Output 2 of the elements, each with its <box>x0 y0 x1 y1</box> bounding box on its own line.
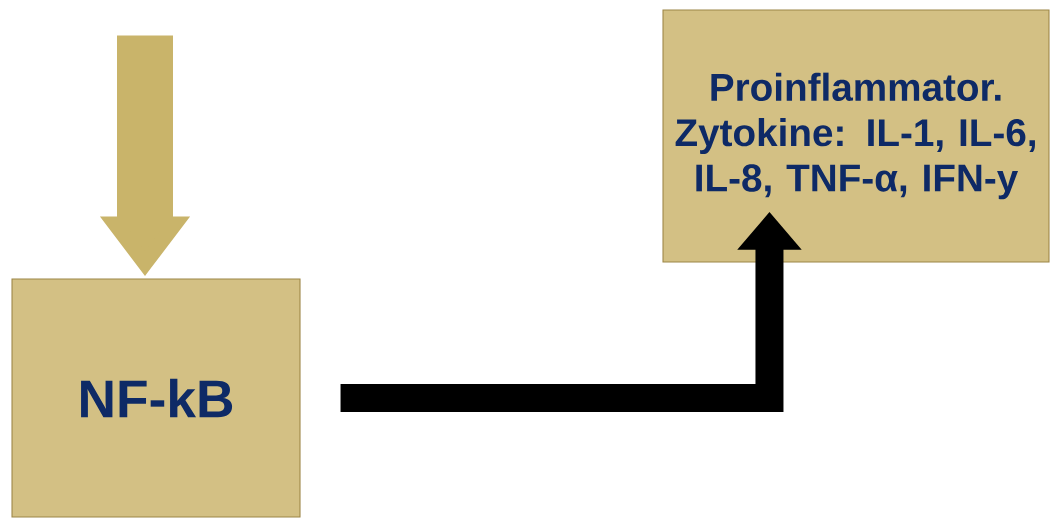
process-box: NF-kB <box>11 278 301 518</box>
process-box: Proinflammator. Zytokine: IL-1, IL-6, IL-8, TNF-α, IFN-y <box>662 9 1050 263</box>
